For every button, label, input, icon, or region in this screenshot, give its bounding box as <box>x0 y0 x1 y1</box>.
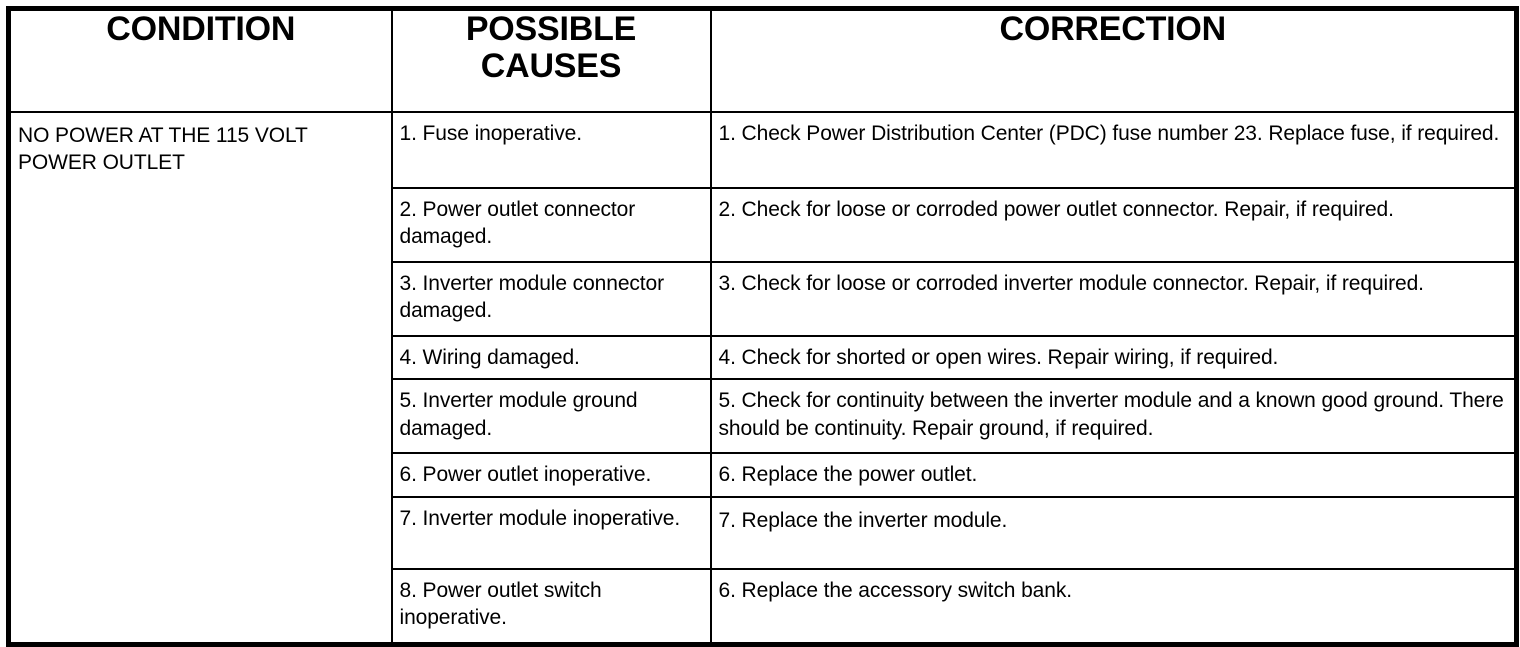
cause-cell: 4. Wiring damaged. <box>390 334 712 381</box>
cause-text: 8. Power outlet switch inoperative. <box>399 578 602 629</box>
column-header-condition-label: CONDITION <box>106 10 296 48</box>
column-header-correction: CORRECTION <box>709 7 1518 113</box>
cause-cell: 3. Inverter module connector damaged. <box>390 261 712 337</box>
correction-text: 1. Check Power Distribution Center (PDC)… <box>718 122 1500 145</box>
column-header-possible-causes: POSSIBLE CAUSES <box>390 7 712 113</box>
diagnostic-table-page: CONDITION POSSIBLE CAUSES CORRECTION NO … <box>6 6 1519 647</box>
cause-cell: 2. Power outlet connector damaged. <box>390 187 712 263</box>
cause-cell: 7. Inverter module inoperative. <box>390 495 712 570</box>
cause-cell: 5. Inverter module ground damaged. <box>390 378 712 455</box>
cause-cell: 6. Power outlet inoperative. <box>390 452 712 498</box>
cause-text: 1. Fuse inoperative. <box>399 122 583 145</box>
table-row: NO POWER AT THE 115 VOLT POWER OUTLET 1.… <box>7 110 1518 646</box>
diagnostic-table: CONDITION POSSIBLE CAUSES CORRECTION NO … <box>6 6 1519 647</box>
correction-cell: 4. Check for shorted or open wires. Repa… <box>709 334 1518 381</box>
correction-cell: 2. Check for loose or corroded power out… <box>709 187 1518 263</box>
condition-text: NO POWER AT THE 115 VOLT POWER OUTLET <box>18 124 308 175</box>
cause-cell: 8. Power outlet switch inoperative. <box>390 567 712 646</box>
table-row: 4. Wiring damaged. 4. Check for shorted … <box>9 334 1518 381</box>
condition-cell: NO POWER AT THE 115 VOLT POWER OUTLET <box>7 110 393 646</box>
correction-text: 5. Check for continuity between the inve… <box>718 389 1504 440</box>
correction-cell: 6. Replace the accessory switch bank. <box>709 567 1518 646</box>
correction-cell: 3. Check for loose or corroded inverter … <box>709 261 1518 337</box>
correction-text: 4. Check for shorted or open wires. Repa… <box>718 346 1279 369</box>
correction-cell: 7. Replace the inverter module. <box>709 495 1518 570</box>
cause-text: 6. Power outlet inoperative. <box>399 463 652 487</box>
table-row: 5. Inverter module ground damaged. 5. Ch… <box>9 378 1518 455</box>
cause-text: 7. Inverter module inoperative. <box>399 506 681 530</box>
cause-text: 5. Inverter module ground damaged. <box>399 389 638 440</box>
correction-cell: 6. Replace the power outlet. <box>709 452 1518 498</box>
cause-text: 4. Wiring damaged. <box>399 346 580 369</box>
cause-text: 2. Power outlet connector damaged. <box>399 198 636 249</box>
cause-cell: 1. Fuse inoperative. <box>390 111 712 189</box>
table-header-row: CONDITION POSSIBLE CAUSES CORRECTION <box>7 7 1518 113</box>
column-header-possible-causes-label: POSSIBLE CAUSES <box>465 10 637 85</box>
column-header-condition: CONDITION <box>7 7 393 113</box>
table-row: 7. Inverter module inoperative. 7. Repla… <box>9 495 1518 570</box>
table-row: 6. Power outlet inoperative. 6. Replace … <box>9 452 1518 498</box>
column-header-correction-label: CORRECTION <box>999 10 1227 48</box>
table-row: 2. Power outlet connector damaged. 2. Ch… <box>9 187 1518 263</box>
table-row: 3. Inverter module connector damaged. 3.… <box>9 261 1518 337</box>
correction-text: 3. Check for loose or corroded inverter … <box>718 272 1425 295</box>
correction-text: 7. Replace the inverter module. <box>718 508 1008 532</box>
correction-text: 6. Replace the power outlet. <box>718 463 978 487</box>
correction-cell: 1. Check Power Distribution Center (PDC)… <box>709 111 1518 189</box>
correction-text: 6. Replace the accessory switch bank. <box>718 578 1073 602</box>
correction-text: 2. Check for loose or corroded power out… <box>718 198 1394 221</box>
cause-text: 3. Inverter module connector damaged. <box>399 272 665 323</box>
correction-cell: 5. Check for continuity between the inve… <box>709 378 1518 455</box>
